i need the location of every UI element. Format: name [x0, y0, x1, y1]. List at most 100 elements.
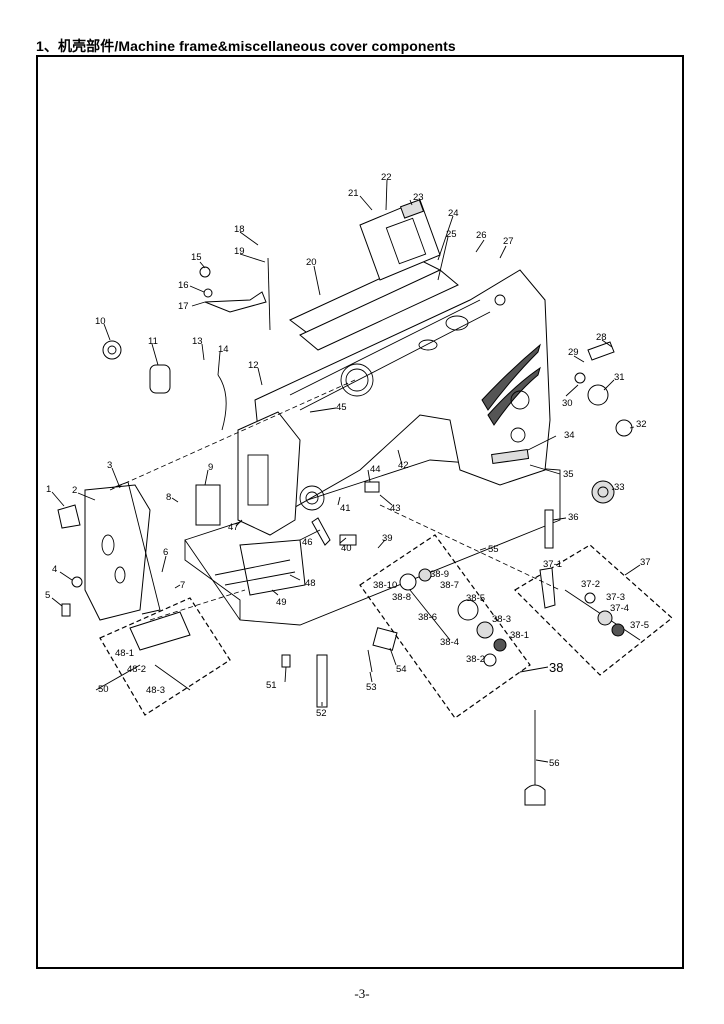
callout-44: 44 — [370, 464, 381, 475]
plate-9 — [195, 484, 221, 526]
part-56 — [524, 784, 546, 806]
arm-window — [340, 363, 374, 397]
screw-5 — [61, 603, 71, 617]
group-box-50 — [99, 597, 231, 716]
callout-37: 37 — [640, 557, 651, 568]
callout-52: 52 — [316, 708, 327, 719]
part-4 — [71, 576, 83, 588]
group-37-parts — [539, 567, 641, 641]
callout-50: 50 — [98, 684, 109, 695]
callout-40: 40 — [341, 543, 352, 554]
part-14 — [217, 374, 227, 431]
callout-38-9: 38-9 — [430, 569, 449, 580]
gasket-3 — [111, 481, 161, 615]
callout-47: 47 — [228, 522, 239, 533]
callout-36: 36 — [568, 512, 579, 523]
part-32 — [615, 419, 633, 437]
callout-17: 17 — [178, 301, 189, 312]
callout-13: 13 — [192, 336, 203, 347]
throat-plate-48-1 — [129, 611, 191, 651]
callout-38-3: 38-3 — [492, 614, 511, 625]
callout-38-5: 38-5 — [466, 593, 485, 604]
callout-38-1: 38-1 — [510, 630, 529, 641]
callout-48-2: 48-2 — [127, 664, 146, 675]
callout-41: 41 — [340, 503, 351, 514]
callout-38-2: 38-2 — [466, 654, 485, 665]
callout-38: 38 — [549, 660, 563, 675]
callout-53: 53 — [366, 682, 377, 693]
callout-21: 21 — [348, 188, 359, 199]
callout-35: 35 — [563, 469, 574, 480]
callout-29: 29 — [568, 347, 579, 358]
callout-55: 55 — [488, 544, 499, 555]
callout-38-6: 38-6 — [418, 612, 437, 623]
callout-34: 34 — [564, 430, 575, 441]
callout-48-3: 48-3 — [146, 685, 165, 696]
feed-parts — [214, 481, 546, 806]
callout-15: 15 — [191, 252, 202, 263]
callout-2: 2 — [72, 485, 77, 496]
callout-11: 11 — [148, 336, 158, 347]
callout-27: 27 — [503, 236, 514, 247]
callout-6: 6 — [163, 547, 168, 558]
callout-25: 25 — [446, 229, 457, 240]
callout-43: 43 — [390, 503, 401, 514]
part-33 — [591, 480, 615, 504]
leader-lines — [51, 179, 641, 763]
callout-37-1: 37-1 — [543, 559, 562, 570]
diagram-frame — [36, 55, 684, 969]
callout-38-10: 38-10 — [373, 580, 397, 591]
callout-54: 54 — [396, 664, 407, 675]
machine-body — [184, 269, 561, 626]
callout-30: 30 — [562, 398, 573, 409]
part-11 — [149, 364, 171, 394]
group-38-parts — [399, 568, 507, 667]
face-cover-2 — [84, 484, 151, 621]
callout-46: 46 — [302, 537, 313, 548]
callout-48: 48 — [305, 578, 316, 589]
callout-33: 33 — [614, 482, 625, 493]
callout-8: 8 — [166, 492, 171, 503]
decor-stripe — [481, 343, 541, 411]
group-box-38 — [359, 534, 531, 719]
callout-7: 7 — [180, 580, 185, 591]
part-36 — [544, 509, 554, 549]
machine-head — [237, 411, 301, 536]
callout-37-4: 37-4 — [610, 603, 629, 614]
part-1 — [57, 504, 81, 529]
callout-10: 10 — [95, 316, 106, 327]
group-box-37 — [514, 544, 673, 676]
callout-5: 5 — [45, 590, 50, 601]
callout-56: 56 — [549, 758, 560, 769]
callout-3: 3 — [107, 460, 112, 471]
feed-mechanism-48 — [239, 539, 306, 596]
callout-38-4: 38-4 — [440, 637, 459, 648]
callout-9: 9 — [208, 462, 213, 473]
callout-28: 28 — [596, 332, 607, 343]
callout-14: 14 — [218, 344, 229, 355]
part-31 — [587, 384, 609, 406]
callout-32: 32 — [636, 419, 647, 430]
callout-19: 19 — [234, 246, 245, 257]
callout-37-5: 37-5 — [630, 620, 649, 631]
page-number: -3- — [354, 986, 370, 1001]
part-40 — [339, 534, 357, 546]
callout-18: 18 — [234, 224, 245, 235]
callout-1: 1 — [46, 484, 51, 495]
brand-plate — [491, 448, 530, 465]
left-side-parts — [57, 257, 271, 621]
callout-31: 31 — [614, 372, 625, 383]
callout-26: 26 — [476, 230, 487, 241]
part-52 — [316, 654, 328, 708]
right-side-parts — [544, 341, 633, 549]
callout-22: 22 — [381, 172, 392, 183]
part-46 — [311, 517, 331, 546]
callout-24: 24 — [448, 208, 459, 219]
part-29 — [587, 341, 615, 361]
callout-12: 12 — [248, 360, 259, 371]
part-17 — [204, 291, 267, 313]
callout-45: 45 — [336, 402, 347, 413]
part-10 — [102, 340, 122, 360]
part-54 — [372, 627, 398, 651]
